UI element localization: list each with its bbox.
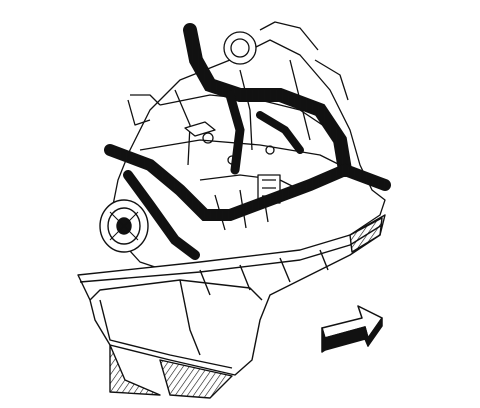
wiring-harness: [104, 23, 391, 260]
front-direction-arrow-icon: [321, 305, 383, 353]
oil-pan: [77, 214, 386, 399]
crankshaft-pulley: [99, 199, 149, 253]
